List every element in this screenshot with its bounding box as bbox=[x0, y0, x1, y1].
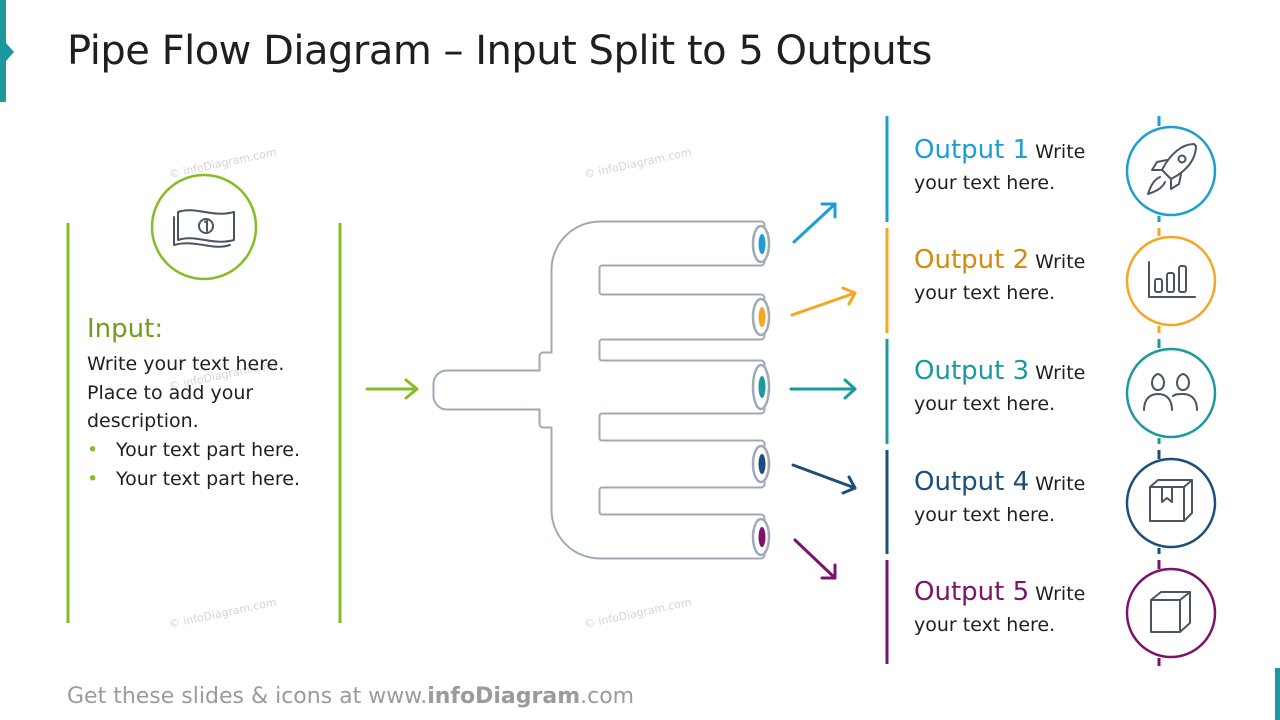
input-arrow bbox=[365, 378, 419, 400]
output-text-rest: your text here. bbox=[914, 614, 1056, 636]
input-bullet: • Your text part here. bbox=[87, 465, 300, 494]
output-text-first: Write bbox=[1035, 251, 1086, 273]
output-name: Output 3 bbox=[914, 356, 1030, 386]
footer-credit: Get these slides & icons at www.infoDiag… bbox=[67, 684, 634, 709]
watermark: © infoDiagram.com bbox=[168, 145, 278, 180]
footer-brand: infoDiagram bbox=[427, 684, 581, 709]
footer-suffix: .com bbox=[580, 684, 635, 709]
output-arrow-2 bbox=[790, 286, 857, 317]
output-text-rest: your text here. bbox=[914, 282, 1056, 304]
bar-chart-icon bbox=[1148, 261, 1196, 298]
watermark: © infoDiagram.com bbox=[583, 145, 693, 180]
output-text-rest: your text here. bbox=[914, 504, 1056, 526]
output-text-4: Output 4 Write your text here. bbox=[914, 467, 1119, 531]
pipe-end-5 bbox=[758, 527, 766, 547]
output-text-1: Output 1 Write your text here. bbox=[914, 135, 1119, 199]
output-text-first: Write bbox=[1035, 473, 1086, 495]
output-text-first: Write bbox=[1035, 362, 1086, 384]
title-accent-bar bbox=[0, 0, 6, 102]
pipe-end-1 bbox=[758, 234, 766, 254]
input-description: Write your text here. Place to add your … bbox=[87, 353, 285, 432]
output-icon-circle-5 bbox=[1125, 567, 1217, 659]
output-arrow-1 bbox=[792, 202, 837, 244]
output-icon-circle-3 bbox=[1125, 347, 1217, 439]
rocket-icon bbox=[1147, 143, 1197, 195]
output-arrow-5 bbox=[793, 538, 837, 580]
output-icon-circle-4 bbox=[1125, 457, 1217, 549]
output-name: Output 2 bbox=[914, 245, 1030, 275]
output-text-rest: your text here. bbox=[914, 172, 1056, 194]
output-name: Output 1 bbox=[914, 135, 1030, 165]
input-bullet-text: Your text part here. bbox=[116, 439, 300, 461]
corner-accent-bar bbox=[1275, 668, 1280, 720]
input-icon-circle bbox=[150, 173, 258, 281]
output-arrow-4 bbox=[791, 463, 857, 495]
page-title: Pipe Flow Diagram – Input Split to 5 Out… bbox=[67, 28, 932, 74]
bullet-dot-icon: • bbox=[87, 439, 99, 461]
footer-prefix: Get these slides & icons at www. bbox=[67, 684, 428, 709]
input-bullet: • Your text part here. bbox=[87, 436, 300, 465]
pipe-end-4 bbox=[758, 454, 766, 474]
input-heading: Input: bbox=[87, 314, 164, 344]
pipe-inner bbox=[434, 222, 764, 558]
input-bullet-text: Your text part here. bbox=[116, 468, 300, 490]
package-icon bbox=[1149, 479, 1193, 522]
output-text-first: Write bbox=[1035, 141, 1086, 163]
output-icon-circle-2 bbox=[1125, 235, 1217, 327]
output-text-5: Output 5 Write your text here. bbox=[914, 577, 1119, 641]
watermark: © infoDiagram.com bbox=[168, 595, 278, 630]
output-name: Output 5 bbox=[914, 577, 1030, 607]
watermark: © infoDiagram.com bbox=[583, 595, 693, 630]
pipe-end-3 bbox=[758, 376, 766, 398]
output-name: Output 4 bbox=[914, 467, 1030, 497]
output-text-2: Output 2 Write your text here. bbox=[914, 245, 1119, 309]
output-icon-circle-1 bbox=[1125, 125, 1217, 217]
output-text-3: Output 3 Write your text here. bbox=[914, 356, 1119, 420]
cube-icon bbox=[1150, 591, 1191, 633]
pipe-ends bbox=[751, 224, 771, 557]
output-text-first: Write bbox=[1035, 583, 1086, 605]
output-text-rest: your text here. bbox=[914, 393, 1056, 415]
bullet-dot-icon: • bbox=[87, 468, 99, 490]
banknote-icon bbox=[173, 209, 235, 248]
pipe-end-2 bbox=[758, 307, 766, 327]
output-arrow-3 bbox=[789, 378, 857, 400]
people-icon bbox=[1143, 373, 1198, 411]
title-accent-arrow bbox=[6, 43, 14, 61]
input-bullet-list: • Your text part here. • Your text part he… bbox=[87, 436, 300, 494]
